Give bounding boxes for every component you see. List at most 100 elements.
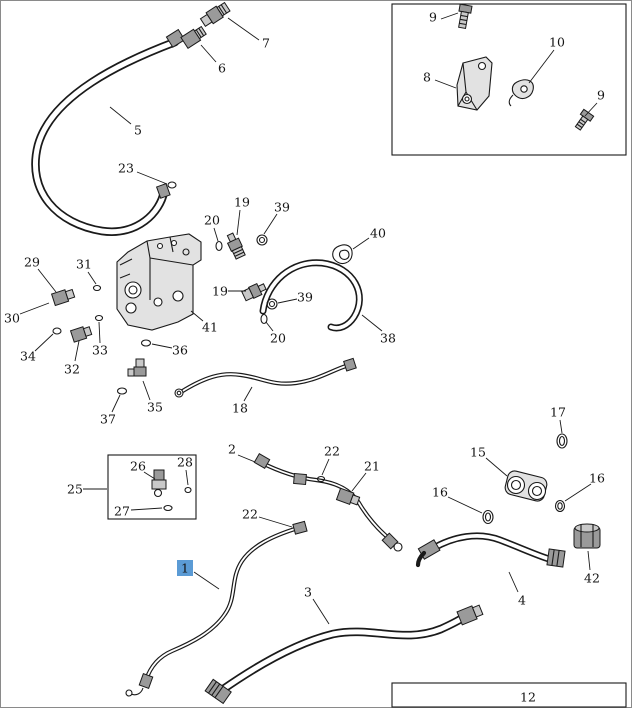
callout-label-40-11[interactable]: 40 bbox=[370, 226, 386, 241]
part-fitting-19-lower bbox=[241, 282, 267, 302]
inset-top-right bbox=[391, 3, 627, 156]
part-oring-39-lower bbox=[266, 298, 278, 310]
inset-bottom-right bbox=[391, 682, 627, 708]
callout-highlight-1 bbox=[177, 560, 193, 576]
callout-label-7-4[interactable]: 7 bbox=[262, 36, 270, 51]
part-fitting-26 bbox=[151, 469, 167, 498]
leader-line-37-25 bbox=[111, 394, 121, 413]
part-oring-23 bbox=[167, 181, 177, 189]
part-clamp-40 bbox=[332, 244, 353, 264]
part-hose-3 bbox=[204, 604, 484, 705]
leader-line-27-30 bbox=[130, 507, 163, 511]
part-oring-28 bbox=[184, 486, 192, 494]
part-valve-41 bbox=[116, 233, 202, 331]
callout-label-42-39[interactable]: 42 bbox=[584, 571, 600, 586]
part-oring-20-upper bbox=[215, 240, 223, 252]
callout-label-28-28[interactable]: 28 bbox=[177, 455, 193, 470]
part-fitting-29 bbox=[50, 288, 76, 307]
callout-label-37-25[interactable]: 37 bbox=[100, 412, 116, 427]
leader-line-4-40 bbox=[508, 571, 519, 593]
callout-label-9-3[interactable]: 9 bbox=[597, 88, 605, 103]
part-oring-27 bbox=[163, 504, 173, 512]
leader-line-17-35 bbox=[559, 419, 563, 434]
callout-label-39-10[interactable]: 39 bbox=[274, 200, 290, 215]
callout-label-16-38[interactable]: 16 bbox=[589, 471, 605, 486]
leader-line-9-3 bbox=[584, 102, 598, 117]
leader-line-20-8 bbox=[213, 227, 219, 242]
callout-label-29-12[interactable]: 29 bbox=[24, 255, 40, 270]
leader-line-9-0 bbox=[440, 12, 459, 20]
callout-label-32-16[interactable]: 32 bbox=[64, 362, 80, 377]
part-oring-39-upper bbox=[256, 234, 268, 246]
callout-label-39-21[interactable]: 39 bbox=[297, 290, 313, 305]
callout-label-30-14[interactable]: 30 bbox=[4, 311, 20, 326]
callout-label-16-37[interactable]: 16 bbox=[432, 485, 448, 500]
leader-line-15-36 bbox=[485, 457, 508, 477]
leader-line-19-9 bbox=[236, 209, 241, 236]
callout-label-35-26[interactable]: 35 bbox=[147, 400, 163, 415]
part-oring-33 bbox=[94, 314, 104, 322]
callout-label-12-43[interactable]: 12 bbox=[520, 690, 536, 705]
callout-label-4-40[interactable]: 4 bbox=[518, 593, 526, 608]
part-fitting-35 bbox=[127, 358, 147, 377]
diagram-artwork bbox=[31, 1, 601, 705]
leader-line-20-22 bbox=[265, 321, 274, 332]
part-fitting-6 bbox=[180, 25, 207, 50]
part-cap-42 bbox=[573, 523, 601, 549]
callout-label-22-32[interactable]: 22 bbox=[324, 444, 340, 459]
callout-label-19-9[interactable]: 19 bbox=[234, 195, 250, 210]
leader-line-22-34 bbox=[258, 516, 293, 528]
callout-label-1-41[interactable]: 1 bbox=[181, 561, 189, 576]
leader-line-8-2 bbox=[434, 79, 457, 89]
callout-label-36-18[interactable]: 36 bbox=[172, 343, 188, 358]
callout-label-17-35[interactable]: 17 bbox=[550, 405, 566, 420]
part-oring-36 bbox=[140, 339, 152, 347]
callout-label-27-30[interactable]: 27 bbox=[114, 504, 130, 519]
leader-lines bbox=[19, 12, 598, 625]
callout-label-8-2[interactable]: 8 bbox=[423, 70, 431, 85]
leader-line-23-7 bbox=[136, 171, 168, 185]
callout-label-31-13[interactable]: 31 bbox=[76, 257, 92, 272]
callout-label-21-33[interactable]: 21 bbox=[364, 459, 380, 474]
part-clip-10 bbox=[508, 79, 534, 107]
leader-line-35-26 bbox=[142, 380, 151, 401]
part-tube-2 bbox=[253, 452, 403, 552]
leader-line-6-5 bbox=[200, 44, 217, 63]
callout-label-15-36[interactable]: 15 bbox=[470, 445, 486, 460]
callout-label-6-5[interactable]: 6 bbox=[218, 61, 226, 76]
part-hose-5 bbox=[31, 28, 186, 236]
callout-label-19-20[interactable]: 19 bbox=[212, 284, 228, 299]
callout-label-5-6[interactable]: 5 bbox=[134, 123, 142, 138]
callout-label-41-19[interactable]: 41 bbox=[202, 320, 218, 335]
part-bolt-9-lower bbox=[574, 108, 595, 131]
callout-label-3-42[interactable]: 3 bbox=[304, 585, 312, 600]
leader-line-26-27 bbox=[143, 471, 156, 480]
callout-label-20-8[interactable]: 20 bbox=[204, 213, 220, 228]
callout-label-23-7[interactable]: 23 bbox=[118, 161, 134, 176]
leader-line-5-6 bbox=[109, 106, 132, 125]
part-oring-16-left bbox=[482, 509, 494, 525]
callout-label-26-27[interactable]: 26 bbox=[130, 459, 146, 474]
leader-line-34-15 bbox=[34, 333, 54, 352]
part-oring-20-lower bbox=[260, 313, 268, 325]
callout-label-25-29[interactable]: 25 bbox=[67, 482, 83, 497]
inset-boxes bbox=[391, 3, 627, 708]
callout-label-10-1[interactable]: 10 bbox=[549, 35, 565, 50]
leader-line-28-28 bbox=[185, 469, 189, 486]
part-fitting-19-upper bbox=[226, 232, 246, 260]
callout-label-33-17[interactable]: 33 bbox=[92, 343, 108, 358]
leader-line-1-41 bbox=[193, 571, 220, 590]
callout-label-20-22[interactable]: 20 bbox=[270, 331, 286, 346]
callout-label-2-31[interactable]: 2 bbox=[228, 442, 236, 457]
callout-label-22-34[interactable]: 22 bbox=[242, 507, 258, 522]
callout-label-38-23[interactable]: 38 bbox=[380, 331, 396, 346]
callout-label-34-15[interactable]: 34 bbox=[20, 349, 36, 364]
callout-label-18-24[interactable]: 18 bbox=[232, 401, 248, 416]
part-tube-1 bbox=[125, 520, 308, 697]
callout-label-9-0[interactable]: 9 bbox=[429, 10, 437, 25]
leader-line-16-37 bbox=[447, 496, 483, 514]
leader-line-36-18 bbox=[151, 343, 173, 349]
